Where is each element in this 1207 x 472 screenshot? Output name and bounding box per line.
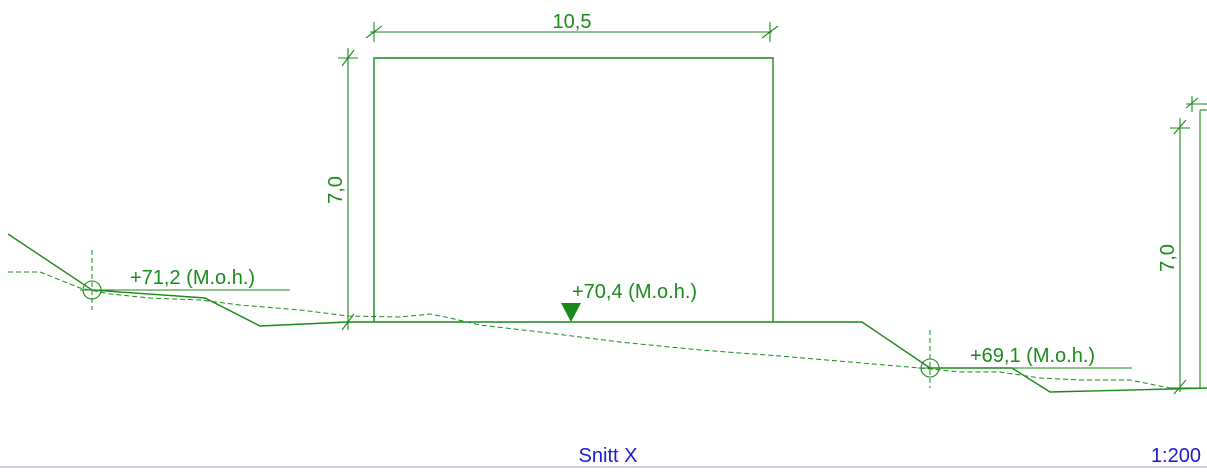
section-title: Snitt X <box>579 445 638 467</box>
right-height-label: 7,0 <box>1157 244 1179 272</box>
left-height-label: 7,0 <box>325 176 347 204</box>
width-dimension: 10,5 <box>365 11 779 42</box>
right-level-label: +69,1 (M.o.h.) <box>970 345 1095 367</box>
right-level-marker: +69,1 (M.o.h.) <box>918 330 1132 388</box>
left-level-label: +71,2 (M.o.h.) <box>130 267 255 289</box>
right-height-dimension: 7,0 <box>1157 96 1207 395</box>
center-level-label: +70,4 (M.o.h.) <box>572 281 697 303</box>
left-level-marker: +71,2 (M.o.h.) <box>80 250 290 310</box>
existing-terrain-line <box>8 271 1207 389</box>
scale-label: 1:200 <box>1151 445 1201 467</box>
left-height-dimension: 7,0 <box>325 48 358 331</box>
level-triangle-icon <box>561 303 581 322</box>
planned-terrain-line <box>7 233 1207 393</box>
width-dimension-label: 10,5 <box>553 11 592 33</box>
building-outline <box>373 57 774 322</box>
center-level-marker: +70,4 (M.o.h.) <box>561 281 697 322</box>
